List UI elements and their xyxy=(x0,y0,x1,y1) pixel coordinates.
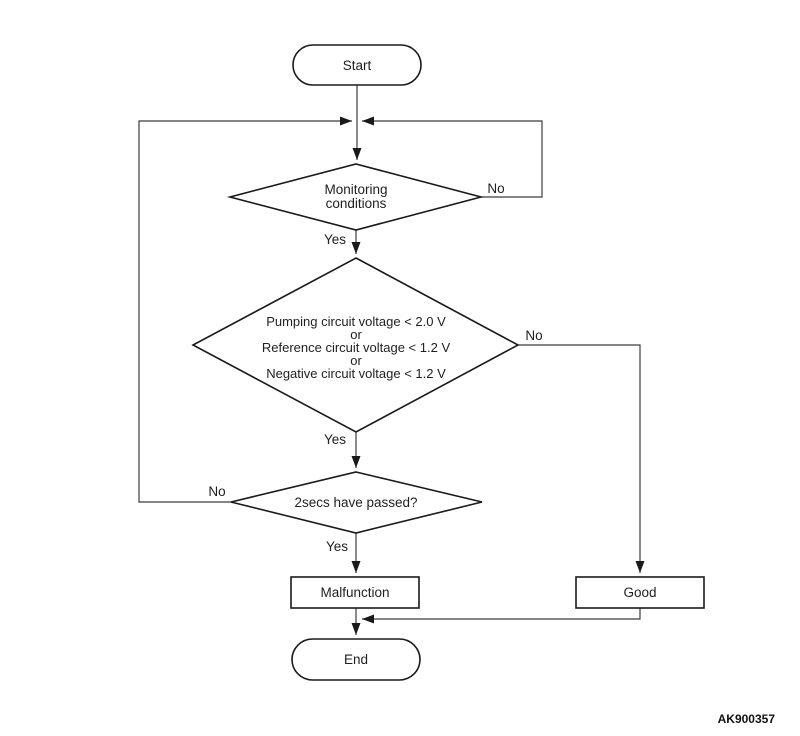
malfunction-process-shape xyxy=(290,576,420,609)
voltage-label-line4: or xyxy=(350,353,362,368)
timer-label: 2secs have passed? xyxy=(294,495,417,510)
figure-code: AK900357 xyxy=(718,712,776,726)
node-voltage-check: Pumping circuit voltage < 2.0 V or Refer… xyxy=(191,257,520,433)
end-terminator-shape xyxy=(291,638,421,681)
edge-good-merge xyxy=(362,608,641,624)
voltage-label-line2: or xyxy=(350,327,362,342)
timer-no-label: No xyxy=(208,484,225,499)
end-label: End xyxy=(344,652,368,667)
timer-decision-shape xyxy=(230,471,483,534)
start-label: Start xyxy=(343,58,372,73)
edge-voltage-no-to-good xyxy=(518,344,645,573)
timer-yes-label: Yes xyxy=(326,539,348,554)
voltage-no-label: No xyxy=(525,328,542,343)
node-timer: 2secs have passed? xyxy=(230,471,483,534)
monitoring-label-line2: conditions xyxy=(326,196,387,211)
node-start: Start xyxy=(292,44,422,86)
node-malfunction: Malfunction xyxy=(290,576,420,609)
good-label: Good xyxy=(623,585,656,600)
node-good: Good xyxy=(575,576,705,609)
voltage-label-line1: Pumping circuit voltage < 2.0 V xyxy=(266,314,446,329)
monitoring-label-line1: Monitoring xyxy=(324,182,387,197)
voltage-yes-label: Yes xyxy=(324,432,346,447)
start-terminator-shape xyxy=(292,44,422,86)
edge-timer-no-loop xyxy=(138,116,352,503)
node-end: End xyxy=(291,638,421,681)
malfunction-label: Malfunction xyxy=(320,585,389,600)
good-process-shape xyxy=(575,576,705,609)
voltage-label-line3: Reference circuit voltage < 1.2 V xyxy=(262,340,451,355)
node-monitoring-conditions: Monitoring conditions xyxy=(226,163,485,231)
voltage-decision-shape xyxy=(191,257,520,433)
monitoring-no-label: No xyxy=(487,181,504,196)
monitoring-yes-label: Yes xyxy=(324,232,346,247)
monitoring-decision-shape xyxy=(226,163,485,231)
edge-monitoring-no-loop xyxy=(362,116,543,198)
voltage-label-line5: Negative circuit voltage < 1.2 V xyxy=(266,366,446,381)
